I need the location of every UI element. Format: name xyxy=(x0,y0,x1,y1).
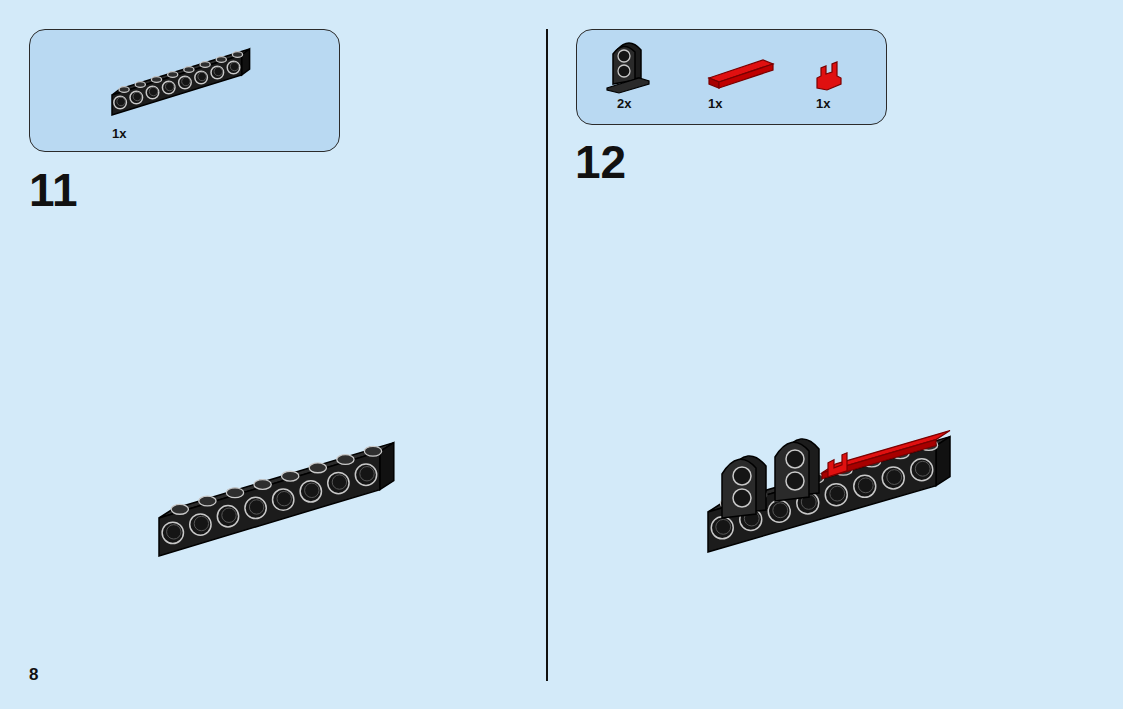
pin-hole xyxy=(114,96,127,109)
red-clip xyxy=(817,62,841,90)
stud xyxy=(151,77,161,83)
pin-hole xyxy=(198,72,206,80)
pin-hole xyxy=(716,519,731,534)
pin-hole xyxy=(217,506,238,527)
red-clip xyxy=(828,453,847,477)
beam-end xyxy=(242,49,250,75)
beam-front xyxy=(159,452,380,556)
stud xyxy=(309,463,326,473)
stud xyxy=(184,67,194,73)
pin-hole xyxy=(162,81,175,94)
pin-hole xyxy=(222,508,236,522)
pin-hole xyxy=(786,450,804,468)
pin-hole xyxy=(854,475,876,497)
pin-hole xyxy=(773,503,788,518)
pin-hole xyxy=(332,475,346,489)
stud xyxy=(337,455,354,465)
page-number: 8 xyxy=(29,665,38,685)
pin-hole xyxy=(915,461,930,476)
part-icons xyxy=(577,30,888,126)
brick-with-holes xyxy=(613,46,635,84)
part-quantity: 1x xyxy=(708,96,722,111)
stud xyxy=(119,87,129,93)
stud xyxy=(216,57,226,63)
pin-hole xyxy=(149,87,157,95)
pin-hole xyxy=(211,66,224,79)
stud xyxy=(200,62,210,68)
divider xyxy=(546,29,548,681)
pin-hole xyxy=(245,497,266,518)
beam-top xyxy=(708,437,950,512)
pin-hole xyxy=(882,467,904,489)
step-number: 11 xyxy=(29,163,78,217)
pin-hole xyxy=(195,71,208,84)
part-quantity: 2x xyxy=(617,96,631,111)
beam-front xyxy=(112,55,242,115)
stud xyxy=(168,72,178,78)
pin-hole xyxy=(825,484,847,506)
stud xyxy=(282,471,299,481)
brick-with-holes xyxy=(775,442,809,501)
pin-hole xyxy=(249,500,263,514)
brick-with-holes xyxy=(722,459,756,518)
pin-hole xyxy=(618,50,630,62)
stud xyxy=(226,488,243,498)
red-tile xyxy=(822,440,936,479)
pin-hole xyxy=(768,500,790,522)
pin-hole xyxy=(167,525,181,539)
pin-hole xyxy=(117,97,125,105)
red-tile xyxy=(709,78,719,88)
part-quantity: 1x xyxy=(816,96,830,111)
pin-hole xyxy=(733,489,751,507)
pin-hole xyxy=(230,62,238,70)
red-tile xyxy=(719,64,773,88)
stud xyxy=(135,82,145,88)
pin-hole xyxy=(227,61,240,74)
step-number: 12 xyxy=(575,135,626,189)
pin-hole xyxy=(190,514,211,535)
stud xyxy=(199,496,216,506)
pin-hole xyxy=(305,483,319,497)
pin-hole xyxy=(830,486,845,501)
beam-end xyxy=(936,437,950,486)
parts-callout: 1x xyxy=(29,29,340,152)
pin-hole xyxy=(162,522,183,543)
pin-hole xyxy=(618,65,630,77)
pin-hole xyxy=(858,478,873,493)
brick-with-holes xyxy=(607,78,649,93)
pin-hole xyxy=(273,489,294,510)
pin-hole xyxy=(194,516,208,530)
pin-hole xyxy=(182,77,190,85)
pin-hole xyxy=(711,517,733,539)
pin-hole xyxy=(277,491,291,505)
pin-hole xyxy=(165,82,173,90)
pin-hole xyxy=(133,92,141,100)
pin-hole xyxy=(328,472,349,493)
pin-hole xyxy=(733,467,751,485)
parts-callout: 2x 1x 1x xyxy=(576,29,887,125)
pin-hole xyxy=(214,67,222,75)
pin-hole xyxy=(786,472,804,490)
pin-hole xyxy=(130,91,143,104)
part-icons xyxy=(30,30,341,153)
pin-hole xyxy=(146,86,159,99)
stud xyxy=(232,52,242,58)
pin-hole xyxy=(300,481,321,502)
pin-hole xyxy=(911,459,933,481)
part-quantity: 1x xyxy=(112,126,126,141)
pin-hole xyxy=(887,470,902,485)
pin-hole xyxy=(360,467,374,481)
beam-front xyxy=(708,446,936,552)
pin-hole xyxy=(179,76,192,89)
stud xyxy=(364,446,381,456)
stud xyxy=(254,480,271,490)
stud xyxy=(171,504,188,514)
pin-hole xyxy=(355,464,376,485)
